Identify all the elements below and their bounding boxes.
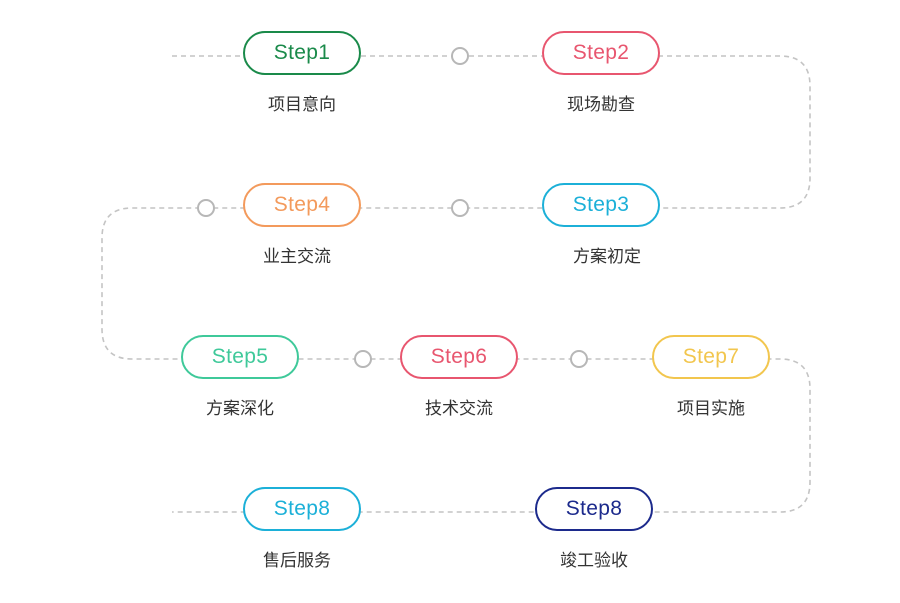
- connector-dot: [570, 350, 588, 368]
- connector-dot: [197, 199, 215, 217]
- step-5-label: 方案深化: [206, 399, 274, 419]
- step-3-pill: Step3: [542, 183, 660, 227]
- step-8-pill: Step8: [535, 487, 653, 531]
- step-2-label: 现场勘查: [567, 95, 635, 115]
- step-6-pill: Step6: [400, 335, 518, 379]
- step-7-pill: Step7: [652, 335, 770, 379]
- step-8-label: 竣工验收: [560, 551, 628, 571]
- step-1-label: 项目意向: [268, 95, 336, 115]
- step-9-pill: Step8: [243, 487, 361, 531]
- connector-dot: [451, 47, 469, 65]
- step-7-label: 项目实施: [677, 399, 745, 419]
- step-9-label: 售后服务: [263, 551, 331, 571]
- step-5-pill: Step5: [181, 335, 299, 379]
- step-4-label: 业主交流: [263, 247, 331, 267]
- step-6-label: 技术交流: [425, 399, 493, 419]
- connector-dot: [354, 350, 372, 368]
- step-1-pill: Step1: [243, 31, 361, 75]
- connector-dot: [451, 199, 469, 217]
- step-3-label: 方案初定: [573, 247, 641, 267]
- connector-line: [101, 55, 811, 513]
- step-2-pill: Step2: [542, 31, 660, 75]
- step-4-pill: Step4: [243, 183, 361, 227]
